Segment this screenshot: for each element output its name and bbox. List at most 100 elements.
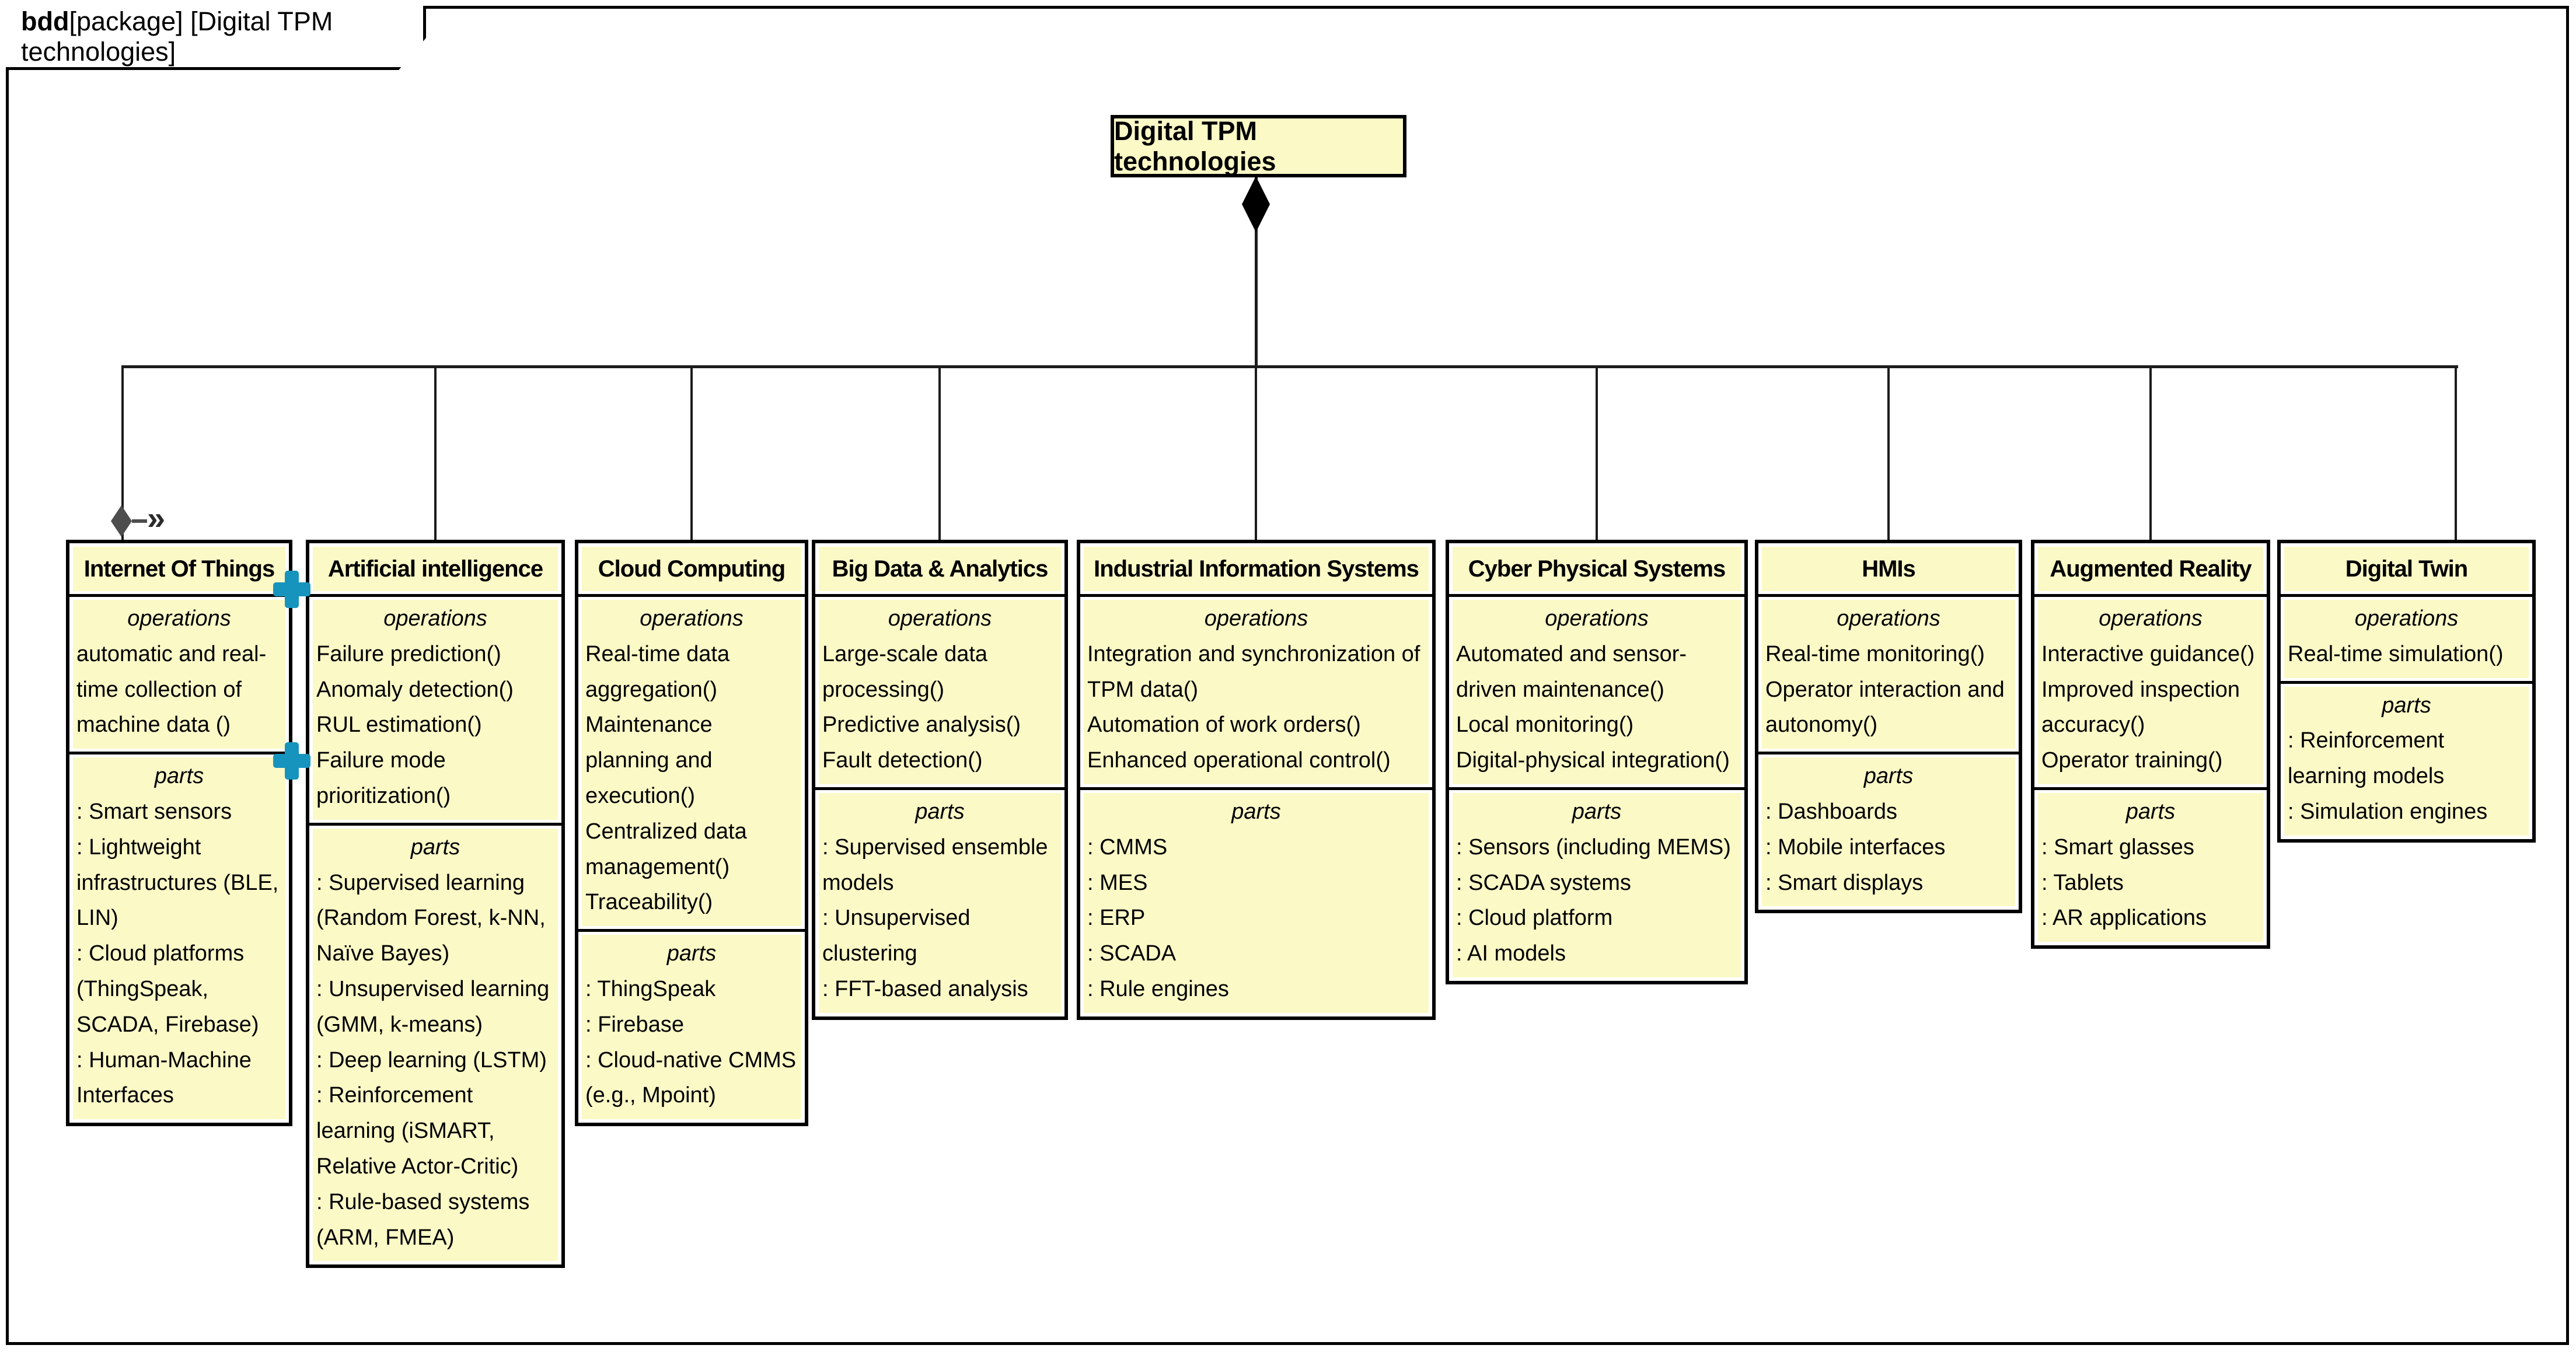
root-block-digital-tpm-technologies: Digital TPM technologies: [1111, 115, 1406, 177]
frame-keyword: bdd: [21, 6, 69, 36]
compartment-divider: [1758, 752, 2019, 755]
part-entry: : Rule-based systems (ARM, FMEA): [316, 1189, 530, 1250]
compartment-divider: [1080, 787, 1432, 790]
operations-label: operations: [2099, 606, 2202, 631]
compartment-divider: [578, 929, 805, 932]
parts-compartment: parts: Reinforcement learning models: Si…: [2284, 686, 2529, 836]
expand-plus-icon[interactable]: [273, 742, 310, 780]
connector-line: [123, 365, 2458, 368]
compartment-divider: [2281, 594, 2532, 597]
compartment-divider: [1449, 787, 1744, 790]
compartment-divider: [2034, 787, 2267, 790]
part-entry: : MES: [1087, 870, 1148, 895]
operation-entry: Anomaly detection(): [316, 677, 514, 702]
connector-line: [434, 365, 437, 540]
operation-entry: Operator training(): [2041, 748, 2223, 773]
compartment-divider: [309, 594, 561, 597]
connector-line: [2149, 365, 2152, 540]
operation-entry: Traceability(): [585, 890, 713, 915]
part-entry: : AI models: [1456, 941, 1566, 966]
block-title: Cyber Physical Systems: [1453, 547, 1741, 591]
part-entry: : Cloud-native CMMS (e.g., Mpoint): [585, 1047, 797, 1108]
part-entry: : Mobile interfaces: [1765, 834, 1946, 860]
compartment-divider: [815, 594, 1064, 597]
frame-kind: [package]: [69, 6, 183, 36]
gray-diamond-icon: [111, 505, 132, 537]
operation-entry: Real-time data aggregation(): [585, 641, 730, 702]
root-block-title: Digital TPM technologies: [1114, 116, 1276, 176]
parts-label: parts: [410, 834, 460, 860]
navigable-arrow-icon: »: [147, 499, 166, 536]
operation-entry: Real-time simulation(): [2288, 641, 2504, 666]
connector-line: [1596, 365, 1598, 540]
part-entry: : SCADA: [1087, 941, 1177, 966]
part-entry: : CMMS: [1087, 834, 1168, 860]
part-entry: : Smart displays: [1765, 870, 1924, 895]
part-entry: : Supervised learning (Random Forest, k-…: [316, 870, 546, 966]
parts-label: parts: [1572, 799, 1622, 824]
connector-line: [2455, 365, 2457, 540]
part-entry: : Cloud platform: [1456, 906, 1613, 931]
connector-line: [1887, 365, 1890, 540]
operations-label: operations: [383, 606, 487, 631]
operation-entry: Large-scale data processing(): [822, 641, 988, 702]
parts-compartment: parts: Sensors (including MEMS): SCADA s…: [1453, 792, 1741, 977]
operation-entry: Integration and synchronization of TPM d…: [1087, 641, 1420, 702]
parts-label: parts: [2125, 799, 2176, 824]
parts-compartment: parts : ThingSpeak : Firebase : Cloud-nativ…: [582, 935, 801, 1120]
block-title: Augmented Reality: [2038, 547, 2263, 591]
part-entry: : FFT-based analysis: [822, 976, 1028, 1001]
part-entry: : ThingSpeak: [585, 976, 716, 1001]
compartment-divider: [1758, 594, 2019, 597]
operation-entry: Digital-physical integration(): [1456, 748, 1730, 773]
operation-entry: Interactive guidance(): [2041, 641, 2255, 666]
parts-compartment: parts: Supervised ensemble models: Unsup…: [819, 792, 1061, 1013]
part-entry: : Simulation engines: [2288, 799, 2488, 824]
part-entry: : Supervised ensemble models: [822, 834, 1048, 895]
parts-label: parts: [915, 799, 965, 824]
part-entry: : ERP: [1087, 906, 1146, 931]
frame-name: [Digital TPM technologies]: [21, 6, 333, 67]
frame-label-text: bdd[package] [Digital TPM technologies]: [21, 6, 423, 67]
parts-compartment: parts: Smart glasses: Tablets: AR applic…: [2038, 792, 2263, 942]
compartment-divider: [69, 594, 289, 597]
compartment-divider: [309, 822, 561, 826]
part-entry: : Tablets: [2041, 870, 2124, 895]
compartment-divider: [1080, 594, 1432, 597]
operation-entry: automatic and real-time collection of ma…: [76, 641, 267, 738]
shared-aggregation-marker: »: [111, 499, 166, 537]
parts-compartment: parts: Dashboards: Mobile interfaces: Sm…: [1762, 757, 2015, 907]
part-entry: : Human-Machine Interfaces: [76, 1047, 252, 1108]
block-title: Digital Twin: [2284, 547, 2529, 591]
parts-label: parts: [1863, 764, 1914, 789]
part-entry: : Reinforcement learning (iSMART, Relati…: [316, 1083, 519, 1179]
operation-entry: Real-time monitoring(): [1765, 641, 1985, 666]
part-entry: : Smart sensors: [76, 799, 232, 824]
expand-plus-icon[interactable]: [273, 571, 310, 608]
part-entry: : Firebase: [585, 1012, 684, 1037]
operation-entry: Operator interaction and autonomy(): [1765, 677, 2005, 738]
operations-label: operations: [1837, 606, 1940, 631]
parts-label: parts: [666, 941, 717, 966]
operation-entry: Improved inspection accuracy(): [2041, 677, 2240, 738]
operations-label: operations: [2354, 606, 2459, 631]
parts-compartment: parts : Supervised learning (Random Fores…: [313, 828, 558, 1262]
parts-compartment: parts: Smart sensors: Lightweight infras…: [73, 757, 285, 1120]
parts-compartment: parts: CMMS: MES: ERP: SCADA: Rule engin…: [1084, 792, 1429, 1013]
part-entry: : Lightweight infrastructures (BLE, LIN): [76, 834, 279, 931]
marker-dash: [132, 519, 147, 523]
block-title: Internet Of Things: [73, 547, 285, 591]
